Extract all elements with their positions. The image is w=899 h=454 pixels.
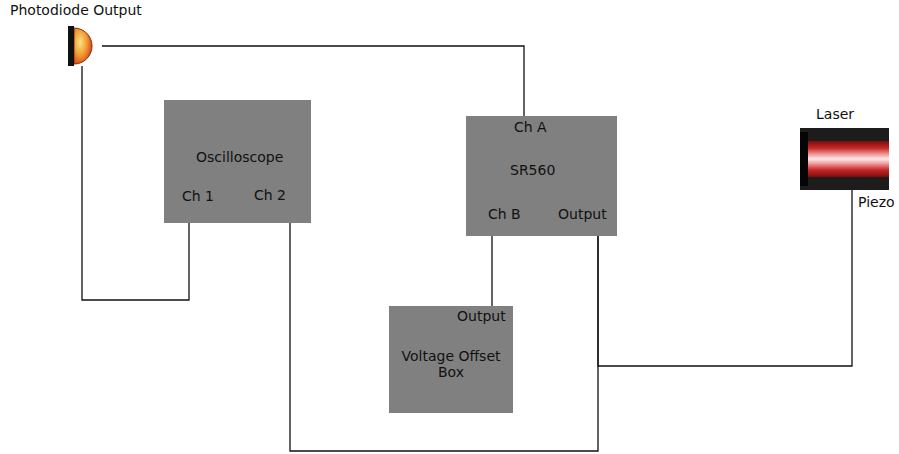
node-label: Ch A [514, 119, 547, 135]
node-label: Piezo [858, 194, 895, 210]
photodiode-icon [68, 26, 102, 66]
signal-wire [598, 190, 852, 366]
laser-icon [800, 128, 889, 190]
node-label: SR560 [510, 162, 555, 178]
photodiode: Photodiode Output [68, 26, 102, 66]
laser-beam-tube [808, 141, 889, 177]
node-label: Output [558, 206, 607, 222]
node-label: Photodiode Output [10, 2, 142, 18]
oscilloscope-box: Oscilloscope Ch 1 Ch 2 [164, 100, 311, 223]
laser: LaserPiezo [800, 128, 889, 190]
signal-wire [491, 236, 492, 306]
node-label: Voltage Offset Box [393, 348, 509, 380]
node-label: Ch 1 [182, 188, 214, 204]
laser-housing [800, 128, 889, 190]
node-label: Laser [816, 106, 854, 122]
laser-endcap [800, 132, 808, 186]
node-label: Output [457, 308, 506, 324]
node-label: Ch B [488, 206, 521, 222]
photodiode-base [68, 26, 74, 66]
photodiode-lens [74, 28, 92, 64]
node-label: Oscilloscope [196, 149, 283, 165]
voltage-offset-box: OutputVoltage Offset Box [389, 306, 513, 413]
sr560-box: Ch A SR560 Ch B Output [466, 116, 617, 236]
node-label: Ch 2 [254, 187, 286, 203]
signal-wire [290, 223, 598, 451]
